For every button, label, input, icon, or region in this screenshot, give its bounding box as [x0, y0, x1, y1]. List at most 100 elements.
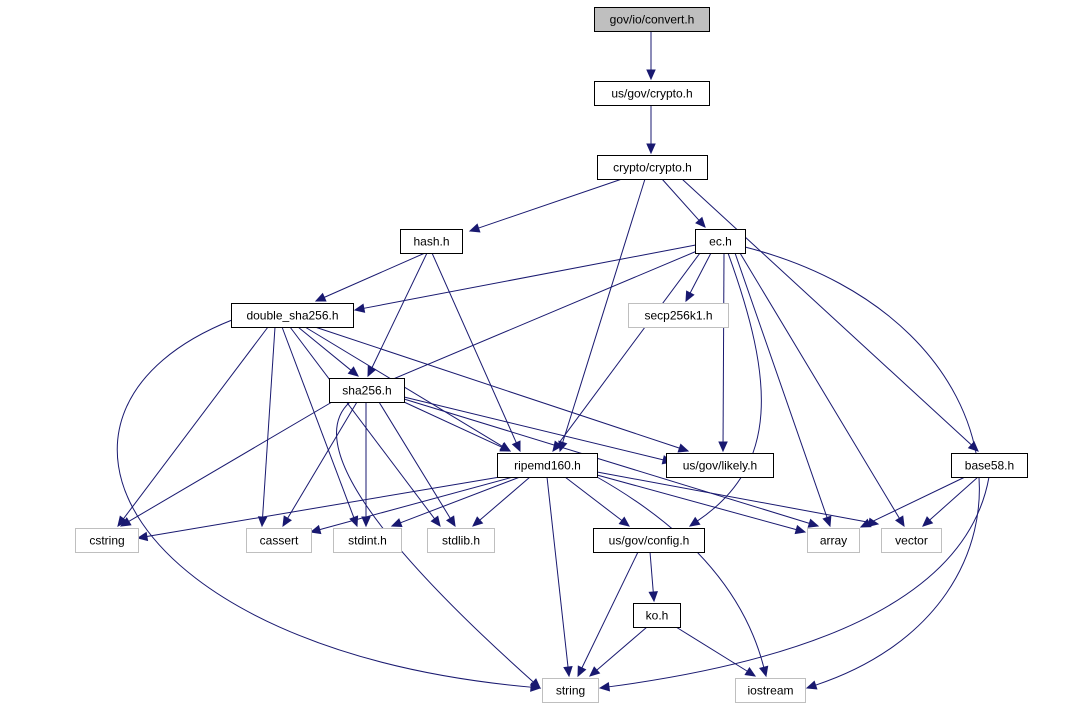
edge-ripemd-to-vector	[596, 471, 880, 527]
node-cassert[interactable]: cassert	[246, 528, 312, 553]
edge-line	[297, 326, 352, 371]
arrowhead-icon	[361, 516, 371, 528]
node-label: secp256k1.h	[644, 309, 712, 323]
arrowhead-icon	[563, 666, 573, 678]
edge-line	[336, 401, 534, 683]
arrowhead-icon	[499, 442, 512, 452]
arrowhead-icon	[282, 515, 292, 528]
node-label: stdlib.h	[442, 534, 480, 548]
node-label: array	[820, 534, 847, 548]
node-stdint[interactable]: stdint.h	[333, 528, 402, 553]
edge-ec-to-secp	[685, 252, 712, 303]
arrowhead-icon	[688, 516, 701, 527]
node-cstring[interactable]: cstring	[75, 528, 139, 553]
edge-ec-to-iostream	[744, 246, 980, 690]
edge-line	[403, 401, 503, 448]
edge-hash-to-double	[314, 252, 426, 302]
node-config[interactable]: us/gov/config.h	[593, 528, 705, 553]
node-vector[interactable]: vector	[881, 528, 942, 553]
arrowhead-icon	[677, 443, 690, 453]
node-likely[interactable]: us/gov/likely.h	[666, 453, 774, 478]
node-base58[interactable]: base58.h	[951, 453, 1028, 478]
node-label: ripemd160.h	[514, 459, 581, 473]
arrowhead-icon	[257, 516, 268, 528]
edge-hash-to-sha	[367, 252, 428, 378]
edge-sha-to-stdint	[361, 402, 371, 528]
node-iostream[interactable]: iostream	[735, 678, 806, 703]
node-box	[75, 528, 139, 553]
node-label: base58.h	[965, 459, 1014, 473]
node-label: ko.h	[646, 609, 669, 623]
node-box	[735, 678, 806, 703]
node-label: sha256.h	[342, 384, 391, 398]
edge-line	[403, 396, 664, 461]
node-ec[interactable]: ec.h	[695, 229, 746, 254]
arrowhead-icon	[967, 441, 979, 452]
edge-ec-to-array	[734, 252, 832, 528]
edge-sha-to-string	[336, 401, 541, 689]
arrowhead-icon	[718, 441, 728, 453]
node-secp[interactable]: secp256k1.h	[628, 303, 729, 328]
node-double[interactable]: double_sha256.h	[231, 303, 354, 328]
node-stdlib[interactable]: stdlib.h	[427, 528, 495, 553]
edge-line	[319, 476, 514, 531]
arrowhead-icon	[349, 515, 359, 528]
node-sha[interactable]: sha256.h	[329, 378, 405, 403]
edge-ko-to-string	[589, 626, 648, 677]
edge-config-to-string	[577, 551, 639, 678]
node-label: cassert	[260, 534, 299, 548]
arrowhead-icon	[822, 515, 832, 528]
node-string[interactable]: string	[542, 678, 599, 703]
node-box	[807, 528, 860, 553]
arrowhead-icon	[618, 516, 630, 527]
arrowhead-icon	[589, 666, 601, 677]
arrowhead-icon	[744, 666, 757, 677]
edge-double-to-sha	[297, 326, 359, 377]
edge-ripemd-to-cassert	[309, 476, 514, 535]
edge-line	[681, 178, 972, 446]
node-box	[666, 453, 774, 478]
node-convert[interactable]: gov/io/convert.h	[594, 7, 710, 32]
edge-ec-to-config	[688, 252, 762, 527]
node-box	[633, 603, 681, 628]
edge-line	[363, 243, 702, 309]
edge-line	[403, 398, 810, 524]
edge-line	[562, 178, 646, 443]
edge-line	[564, 476, 623, 521]
edge-line	[596, 474, 797, 531]
node-array[interactable]: array	[807, 528, 860, 553]
arrowhead-icon	[695, 216, 706, 228]
arrowhead-icon	[529, 678, 541, 689]
arrowhead-icon	[445, 515, 456, 528]
edge-ripemd-to-string	[546, 476, 573, 678]
arrowhead-icon	[314, 292, 327, 302]
node-ripemd[interactable]: ripemd160.h	[497, 453, 598, 478]
edge-cryptocrypto-to-hash	[468, 178, 623, 233]
node-label: us/gov/crypto.h	[611, 87, 692, 101]
edge-line	[608, 476, 990, 688]
edge-line	[478, 178, 623, 229]
edge-ripemd-to-cstring	[136, 476, 501, 542]
edge-line	[123, 326, 269, 520]
edge-cryptocrypto-to-ec	[661, 178, 706, 228]
node-cryptocrypto[interactable]: crypto/crypto.h	[597, 155, 708, 180]
arrowhead-icon	[430, 515, 441, 527]
edge-line	[262, 326, 276, 518]
edge-double-to-cstring	[117, 326, 269, 527]
arrowhead-icon	[309, 524, 322, 535]
edge-ripemd-to-iostream	[596, 476, 769, 678]
node-box	[329, 378, 405, 403]
edge-usgovcrypto-to-cryptocrypto	[646, 105, 656, 155]
node-usgovcrypto[interactable]: us/gov/crypto.h	[594, 81, 710, 106]
node-ko[interactable]: ko.h	[633, 603, 681, 628]
edge-config-to-ko	[648, 551, 658, 603]
edge-double-to-stdlib	[289, 326, 441, 527]
node-hash[interactable]: hash.h	[400, 229, 463, 254]
edge-ec-to-ripemd	[552, 252, 701, 452]
edge-line	[689, 252, 712, 294]
edge-hash-to-ripemd	[431, 252, 521, 453]
edge-line	[324, 252, 426, 298]
node-box	[333, 528, 402, 553]
edge-convert-to-usgovcrypto	[646, 31, 656, 81]
